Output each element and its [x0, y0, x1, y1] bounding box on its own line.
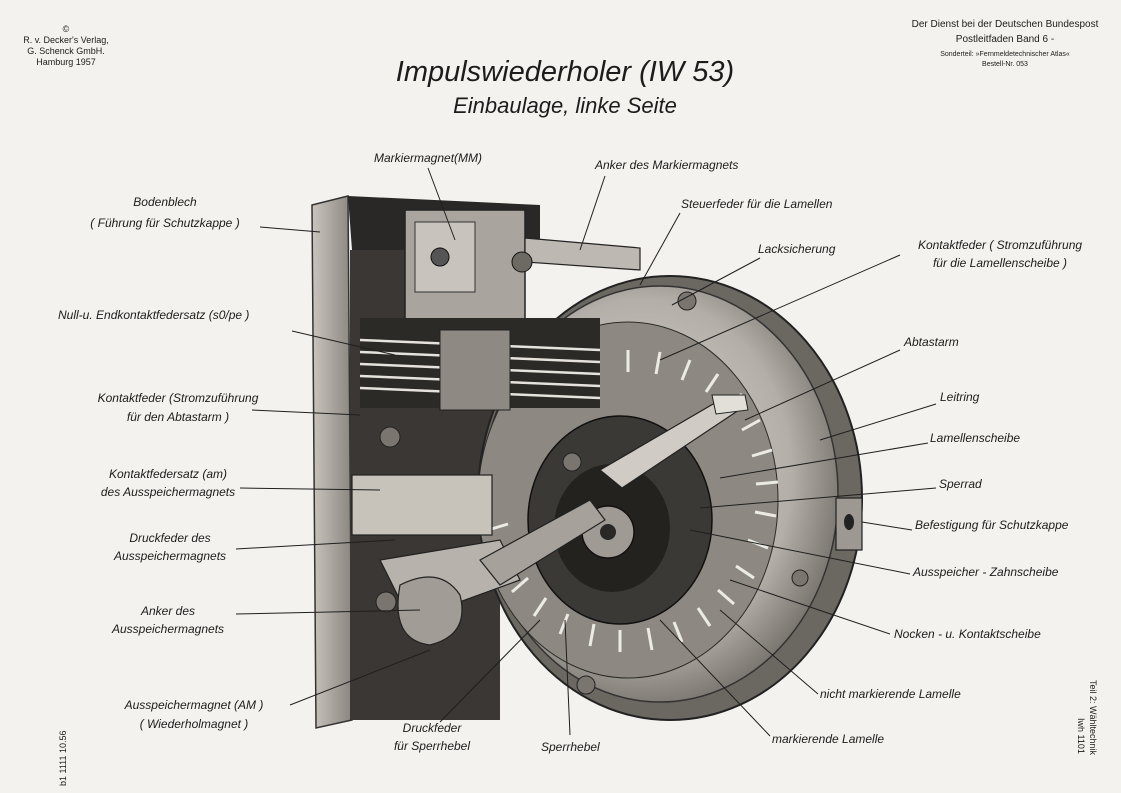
publisher-line-3: Hamburg 1957 — [36, 57, 96, 67]
label-druckfeder-sperrhebel-1: Druckfeder — [402, 721, 462, 735]
publisher-block: © R. v. Decker's Verlag, G. Schenck GmbH… — [10, 24, 122, 68]
label-kontaktfeder-lamellen: Kontaktfeder ( Stromzuführung für die La… — [894, 238, 1106, 271]
label-markierende: markierende Lamelle — [772, 732, 885, 746]
label-steuerfeder: Steuerfeder für die Lamellen — [681, 197, 833, 211]
series-block: Der Dienst bei der Deutschen Bundespost … — [895, 17, 1115, 70]
label-markiermagnet: Markiermagnet(MM) — [374, 151, 483, 165]
series-line-2: Postleitfaden Band 6 - — [955, 34, 1055, 45]
label-bodenblech-2: ( Führung für Schutzkappe ) — [90, 216, 240, 230]
screws — [375, 291, 809, 695]
margin-note-right-1: Teil 2: Wähltechnik — [1088, 680, 1098, 756]
margin-note-right-2: Iwh 1101 — [1076, 718, 1086, 754]
label-kontaktfeder-abtast: Kontaktfeder (Stromzuführung für den Abt… — [74, 391, 282, 425]
label-federsatz-am-2: des Ausspeichermagnets — [100, 485, 236, 499]
margin-code-left: b1 1111 10.56 — [58, 730, 68, 786]
label-bodenblech: Bodenblech ( Führung für Schutzkappe ) — [70, 195, 260, 231]
label-federsatz-am-1: Kontaktfedersatz (am) — [108, 467, 228, 481]
copyright-symbol: © — [62, 24, 70, 34]
release-magnet — [351, 474, 606, 646]
label-druckfeder-sperrhebel: Druckfeder für Sperrhebel — [372, 721, 492, 754]
contact-spring-stack — [359, 318, 601, 411]
label-anker-am: Anker des Ausspeichermagnets — [88, 604, 248, 637]
page-subtitle: Einbaulage, linke Seite — [453, 93, 677, 118]
label-lacksicherung: Lacksicherung — [758, 242, 836, 256]
leader-lines — [235, 167, 937, 737]
publisher-line-2: G. Schenck GmbH. — [27, 46, 105, 56]
label-kontaktfeder-lamellen-1: Kontaktfeder ( Stromzuführung — [917, 238, 1083, 252]
series-line-4: Bestell-Nr. 053 — [982, 61, 1028, 68]
label-null-end: Null-u. Endkontaktfedersatz (s0/pe ) — [58, 308, 250, 322]
label-befestigung: Befestigung für Schutzkappe — [915, 518, 1069, 532]
label-ausspeichermagnet: Ausspeichermagnet (AM ) ( Wiederholmagne… — [96, 698, 292, 732]
scanning-arm — [598, 394, 749, 489]
series-line-1: Der Dienst bei der Deutschen Bundespost — [911, 19, 1099, 30]
label-anker-mm: Anker des Markiermagnets — [595, 158, 739, 172]
label-zahnscheibe: Ausspeicher - Zahnscheibe — [913, 565, 1059, 579]
label-ausspeichermagnet-1: Ausspeichermagnet (AM ) — [124, 698, 264, 712]
label-lamellenscheibe: Lamellenscheibe — [930, 431, 1021, 445]
label-abtastarm: Abtastarm — [904, 335, 959, 349]
label-sperrhebel: Sperrhebel — [541, 740, 600, 754]
label-leitring: Leitring — [940, 390, 980, 404]
label-druckfeder-sperrhebel-2: für Sperrhebel — [393, 739, 471, 753]
publisher-line-1: R. v. Decker's Verlag, — [23, 35, 109, 45]
label-druckfeder-am-2: Ausspeichermagnets — [113, 549, 227, 563]
page-title: Impulswiederholer (IW 53) — [395, 56, 735, 88]
label-anker-am-2: Ausspeichermagnets — [111, 622, 225, 636]
label-kontaktfeder-abtast-1: Kontaktfeder (Stromzuführung — [97, 391, 259, 405]
label-nicht-markierende: nicht markierende Lamelle — [820, 687, 961, 701]
fixing-lug — [835, 497, 863, 551]
label-kontaktfeder-abtast-2: für den Abtastarm ) — [126, 410, 230, 424]
marking-magnet — [404, 209, 641, 321]
label-kontaktfeder-lamellen-2: für die Lamellenscheibe ) — [932, 256, 1068, 270]
label-druckfeder-am-1: Druckfeder des — [129, 531, 211, 545]
label-druckfeder-am: Druckfeder des Ausspeichermagnets — [90, 531, 250, 564]
label-bodenblech-1: Bodenblech — [133, 195, 197, 209]
label-nocken: Nocken - u. Kontaktscheibe — [894, 627, 1041, 641]
label-anker-am-1: Anker des — [140, 604, 196, 618]
label-federsatz-am: Kontaktfedersatz (am) des Ausspeichermag… — [78, 467, 258, 500]
series-line-3: Sonderteil: »Fernmeldetechnischer Atlas« — [940, 51, 1070, 58]
label-sperrad: Sperrad — [939, 477, 982, 491]
label-ausspeichermagnet-2: ( Wiederholmagnet ) — [139, 717, 249, 731]
